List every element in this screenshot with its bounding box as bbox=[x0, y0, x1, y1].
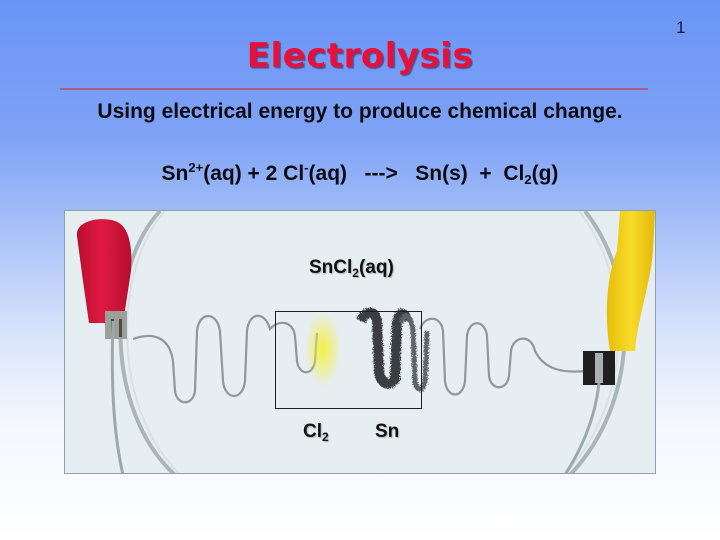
wire bbox=[132, 314, 319, 404]
tin-deposit bbox=[356, 307, 430, 392]
eq-product2-state: (g) bbox=[531, 162, 559, 185]
slide-number: 1 bbox=[676, 18, 686, 37]
chlorine-glow bbox=[305, 311, 341, 387]
eq-reactant1-charge: 2+ bbox=[188, 160, 204, 175]
eq-reactant1-symbol: Sn bbox=[161, 162, 189, 185]
eq-product2-subscript: 2 bbox=[524, 172, 532, 187]
slide-title: Electrolysis bbox=[246, 36, 474, 76]
yellow-clip-electrode bbox=[564, 211, 655, 473]
label-solution-symbol: SnCl bbox=[309, 257, 353, 278]
eq-plus: + bbox=[241, 162, 266, 185]
red-clip-electrode bbox=[76, 219, 132, 473]
eq-reactant2-charge: - bbox=[304, 160, 309, 175]
electrolysis-photo: SnCl2(aq) Cl2 Sn bbox=[64, 210, 656, 474]
label-solution-subscript: 2 bbox=[352, 266, 359, 280]
eq-product2-symbol: Cl bbox=[503, 162, 525, 185]
label-anode-product: Cl2 bbox=[303, 421, 329, 444]
reaction-zone-inset bbox=[275, 311, 422, 409]
eq-reactant2-state: (aq) bbox=[308, 162, 348, 185]
label-solution: SnCl2(aq) bbox=[309, 257, 394, 280]
chemical-equation: Sn2+(aq) + 2 Cl-(aq) ---> Sn(s) + Cl2(g) bbox=[0, 160, 720, 187]
label-solution-state: (aq) bbox=[358, 257, 394, 278]
title-divider bbox=[60, 88, 648, 90]
eq-plus: + bbox=[467, 162, 504, 185]
eq-reactant2: 2 Cl bbox=[265, 162, 305, 185]
label-cl-symbol: Cl bbox=[303, 421, 322, 442]
eq-product1: Sn(s) bbox=[415, 162, 468, 185]
eq-arrow: ---> bbox=[347, 162, 416, 185]
slide-subtitle: Using electrical energy to produce chemi… bbox=[97, 100, 623, 123]
eq-reactant1-state: (aq) bbox=[203, 162, 242, 185]
petri-dish-illustration bbox=[76, 211, 655, 473]
label-cathode-product: Sn bbox=[375, 421, 400, 442]
label-cl-subscript: 2 bbox=[322, 430, 329, 444]
